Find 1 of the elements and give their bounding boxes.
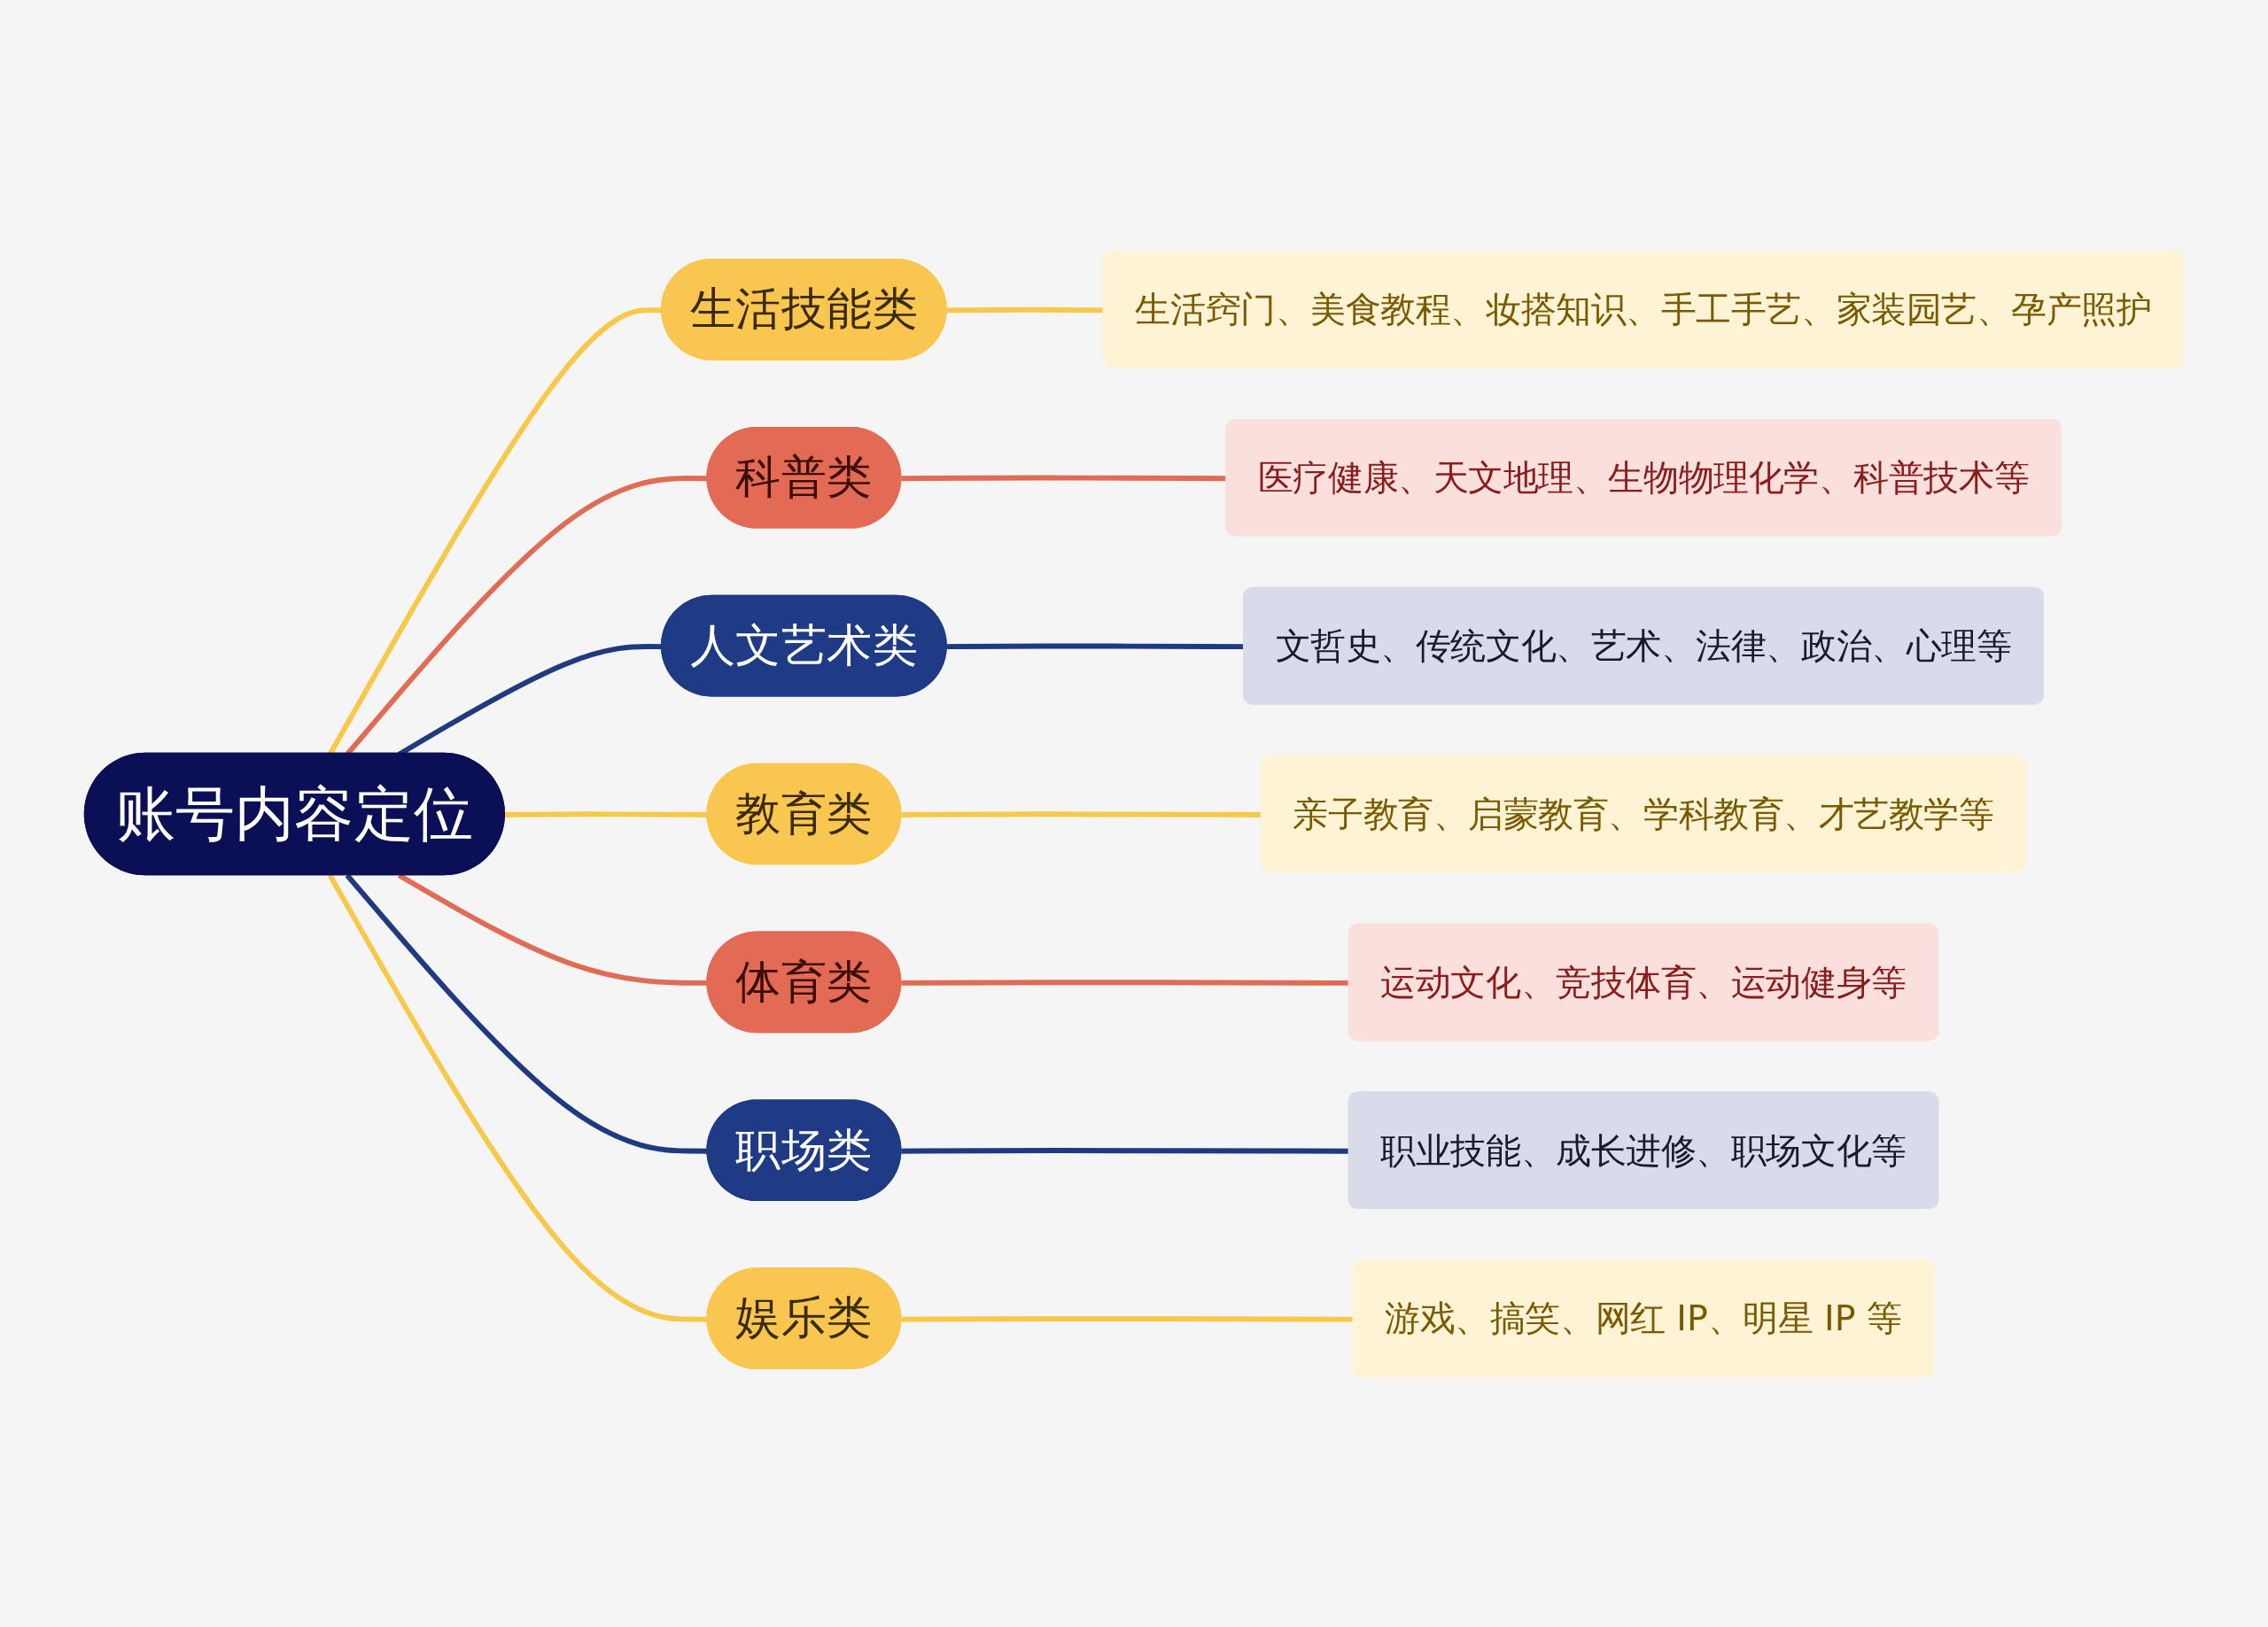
connector [327,306,663,755]
